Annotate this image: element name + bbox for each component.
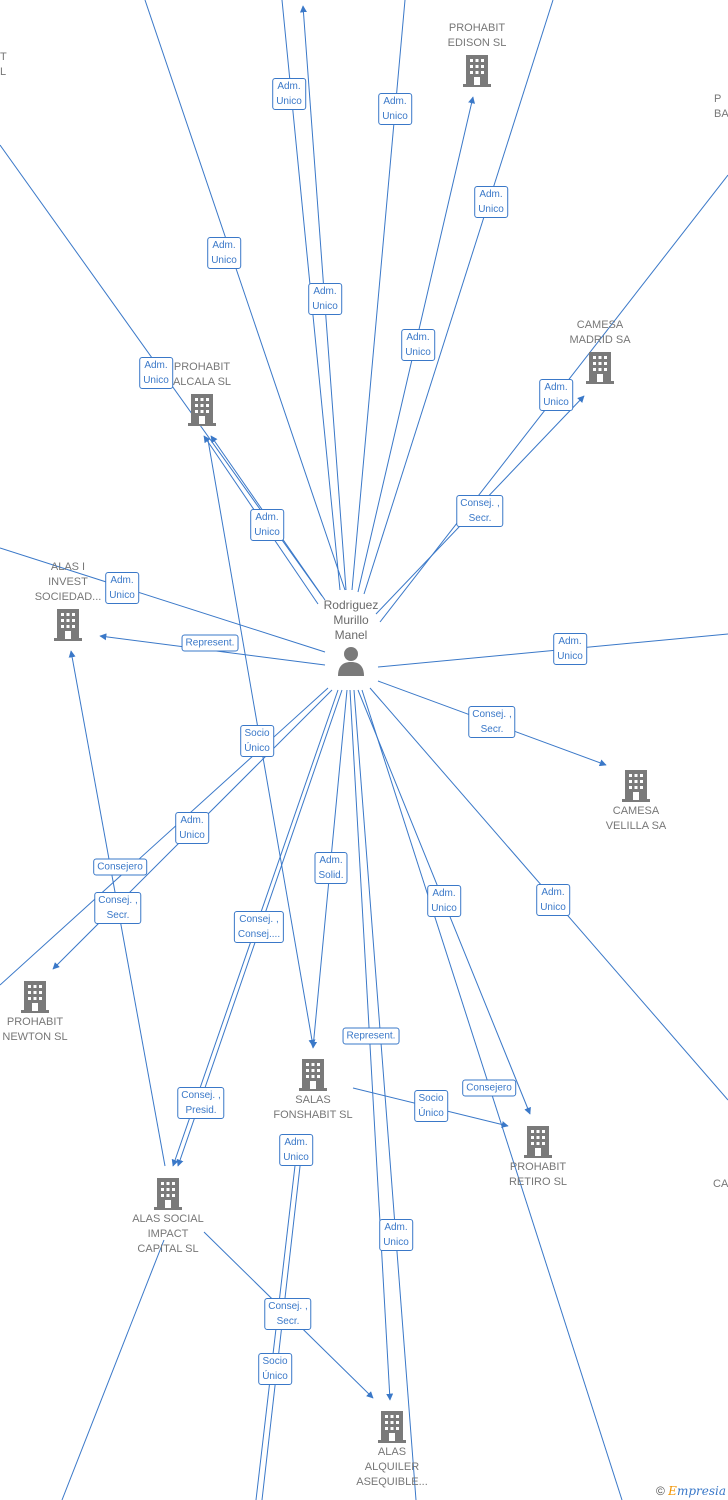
edge-label[interactable]: Consej. , Consej.... — [233, 911, 285, 943]
copyright-symbol: © — [655, 1484, 665, 1498]
building-icon — [188, 394, 216, 426]
edge-label[interactable]: Consej. , Secr. — [94, 892, 142, 924]
edge-label[interactable]: Adm. Unico — [379, 1219, 413, 1251]
edge-label[interactable]: Adm. Unico — [139, 357, 173, 389]
company-node-edison[interactable]: PROHABIT EDISON SL — [422, 21, 532, 89]
company-label: PROHABIT EDISON SL — [447, 22, 507, 49]
edge-label[interactable]: Consejero — [462, 1079, 516, 1097]
edge-label[interactable]: Adm. Unico — [272, 78, 306, 110]
edge-line — [144, 0, 346, 591]
edge-line — [351, 0, 406, 591]
company-label: CAMESA MADRID SA — [569, 319, 631, 346]
edge-label[interactable]: Socio Único — [240, 725, 274, 757]
partial-label-top-right: P BA — [714, 93, 728, 120]
edge-line — [363, 0, 554, 595]
edge-label[interactable]: Represent. — [181, 634, 239, 652]
edge-label[interactable]: Consej. , Secr. — [264, 1298, 312, 1330]
company-label: SALAS FONSHABIT SL — [273, 1094, 353, 1121]
person-node[interactable]: Rodriguez Murillo Manel — [301, 598, 401, 679]
edge-label[interactable]: Socio Único — [258, 1353, 292, 1385]
edge-label[interactable]: Adm. Unico — [250, 509, 284, 541]
building-icon — [586, 352, 614, 384]
building-icon — [463, 55, 491, 87]
copyright-notice: © Empresia — [656, 1484, 726, 1498]
edge-label[interactable]: Socio Único — [414, 1090, 448, 1122]
edge-label[interactable]: Adm. Unico — [553, 633, 587, 665]
company-label: PROHABIT NEWTON SL — [2, 1016, 68, 1043]
company-node-alas-alquiler[interactable]: ALAS ALQUILER ASEQUIBLE... — [337, 1407, 447, 1490]
company-node-camesa-velilla[interactable]: CAMESA VELILLA SA — [581, 766, 691, 834]
edge-label[interactable]: Consej. , Presid. — [177, 1087, 225, 1119]
company-label: ALAS SOCIAL IMPACT CAPITAL SL — [132, 1213, 204, 1255]
edge-label[interactable]: Adm. Unico — [378, 93, 412, 125]
company-node-retiro[interactable]: PROHABIT RETIRO SL — [483, 1122, 593, 1190]
edge-line — [377, 633, 728, 668]
building-icon — [21, 981, 49, 1013]
company-node-alas-invest[interactable]: ALAS I INVEST SOCIEDAD... — [13, 560, 123, 643]
partial-label-right-mid: CA — [713, 1178, 728, 1190]
building-icon — [154, 1178, 182, 1210]
company-node-alas-social[interactable]: ALAS SOCIAL IMPACT CAPITAL SL — [113, 1174, 223, 1257]
edge-line — [349, 689, 394, 1401]
brand-initial: E — [668, 1484, 677, 1498]
edge-label[interactable]: Adm. Unico — [536, 884, 570, 916]
edge-label[interactable]: Adm. Unico — [401, 329, 435, 361]
person-name: Rodriguez Murillo Manel — [323, 598, 379, 642]
brand-name: mpresia — [676, 1484, 726, 1498]
partial-label-top-left: T L — [0, 51, 7, 78]
company-label: ALAS ALQUILER ASEQUIBLE... — [356, 1446, 428, 1488]
building-icon — [299, 1059, 327, 1091]
edge-label[interactable]: Consejero — [93, 858, 147, 876]
company-label: ALAS I INVEST SOCIEDAD... — [34, 561, 102, 603]
company-node-camesa-madrid[interactable]: CAMESA MADRID SA — [545, 318, 655, 386]
edge-label[interactable]: Adm. Unico — [279, 1134, 313, 1166]
company-label: PROHABIT ALCALA SL — [172, 361, 232, 388]
person-icon — [338, 647, 364, 676]
edge-label[interactable]: Adm. Unico — [105, 572, 139, 604]
edge-label[interactable]: Consej. , Secr. — [468, 706, 516, 738]
building-icon — [622, 770, 650, 802]
edge-label[interactable]: Adm. Unico — [474, 186, 508, 218]
edge-label[interactable]: Represent. — [342, 1027, 400, 1045]
edge-label[interactable]: Adm. Unico — [308, 283, 342, 315]
edge-label[interactable]: Consej. , Secr. — [456, 495, 504, 527]
edge-line — [61, 1239, 165, 1500]
company-node-alcala[interactable]: PROHABIT ALCALA SL — [147, 360, 257, 428]
building-icon — [378, 1411, 406, 1443]
building-icon — [54, 609, 82, 641]
company-node-newton[interactable]: PROHABIT NEWTON SL — [0, 977, 90, 1045]
edge-label[interactable]: Adm. Unico — [427, 885, 461, 917]
company-label: PROHABIT RETIRO SL — [508, 1161, 568, 1188]
edge-label[interactable]: Adm. Unico — [175, 812, 209, 844]
edge-line — [353, 689, 417, 1500]
edge-line — [0, 547, 326, 653]
edge-label[interactable]: Adm. Unico — [207, 237, 241, 269]
edge-label[interactable]: Adm. Unico — [539, 379, 573, 411]
edge-label[interactable]: Adm. Solid. — [314, 852, 348, 884]
company-node-salas[interactable]: SALAS FONSHABIT SL — [258, 1055, 368, 1123]
company-label: CAMESA VELILLA SA — [605, 805, 667, 832]
building-icon — [524, 1126, 552, 1158]
